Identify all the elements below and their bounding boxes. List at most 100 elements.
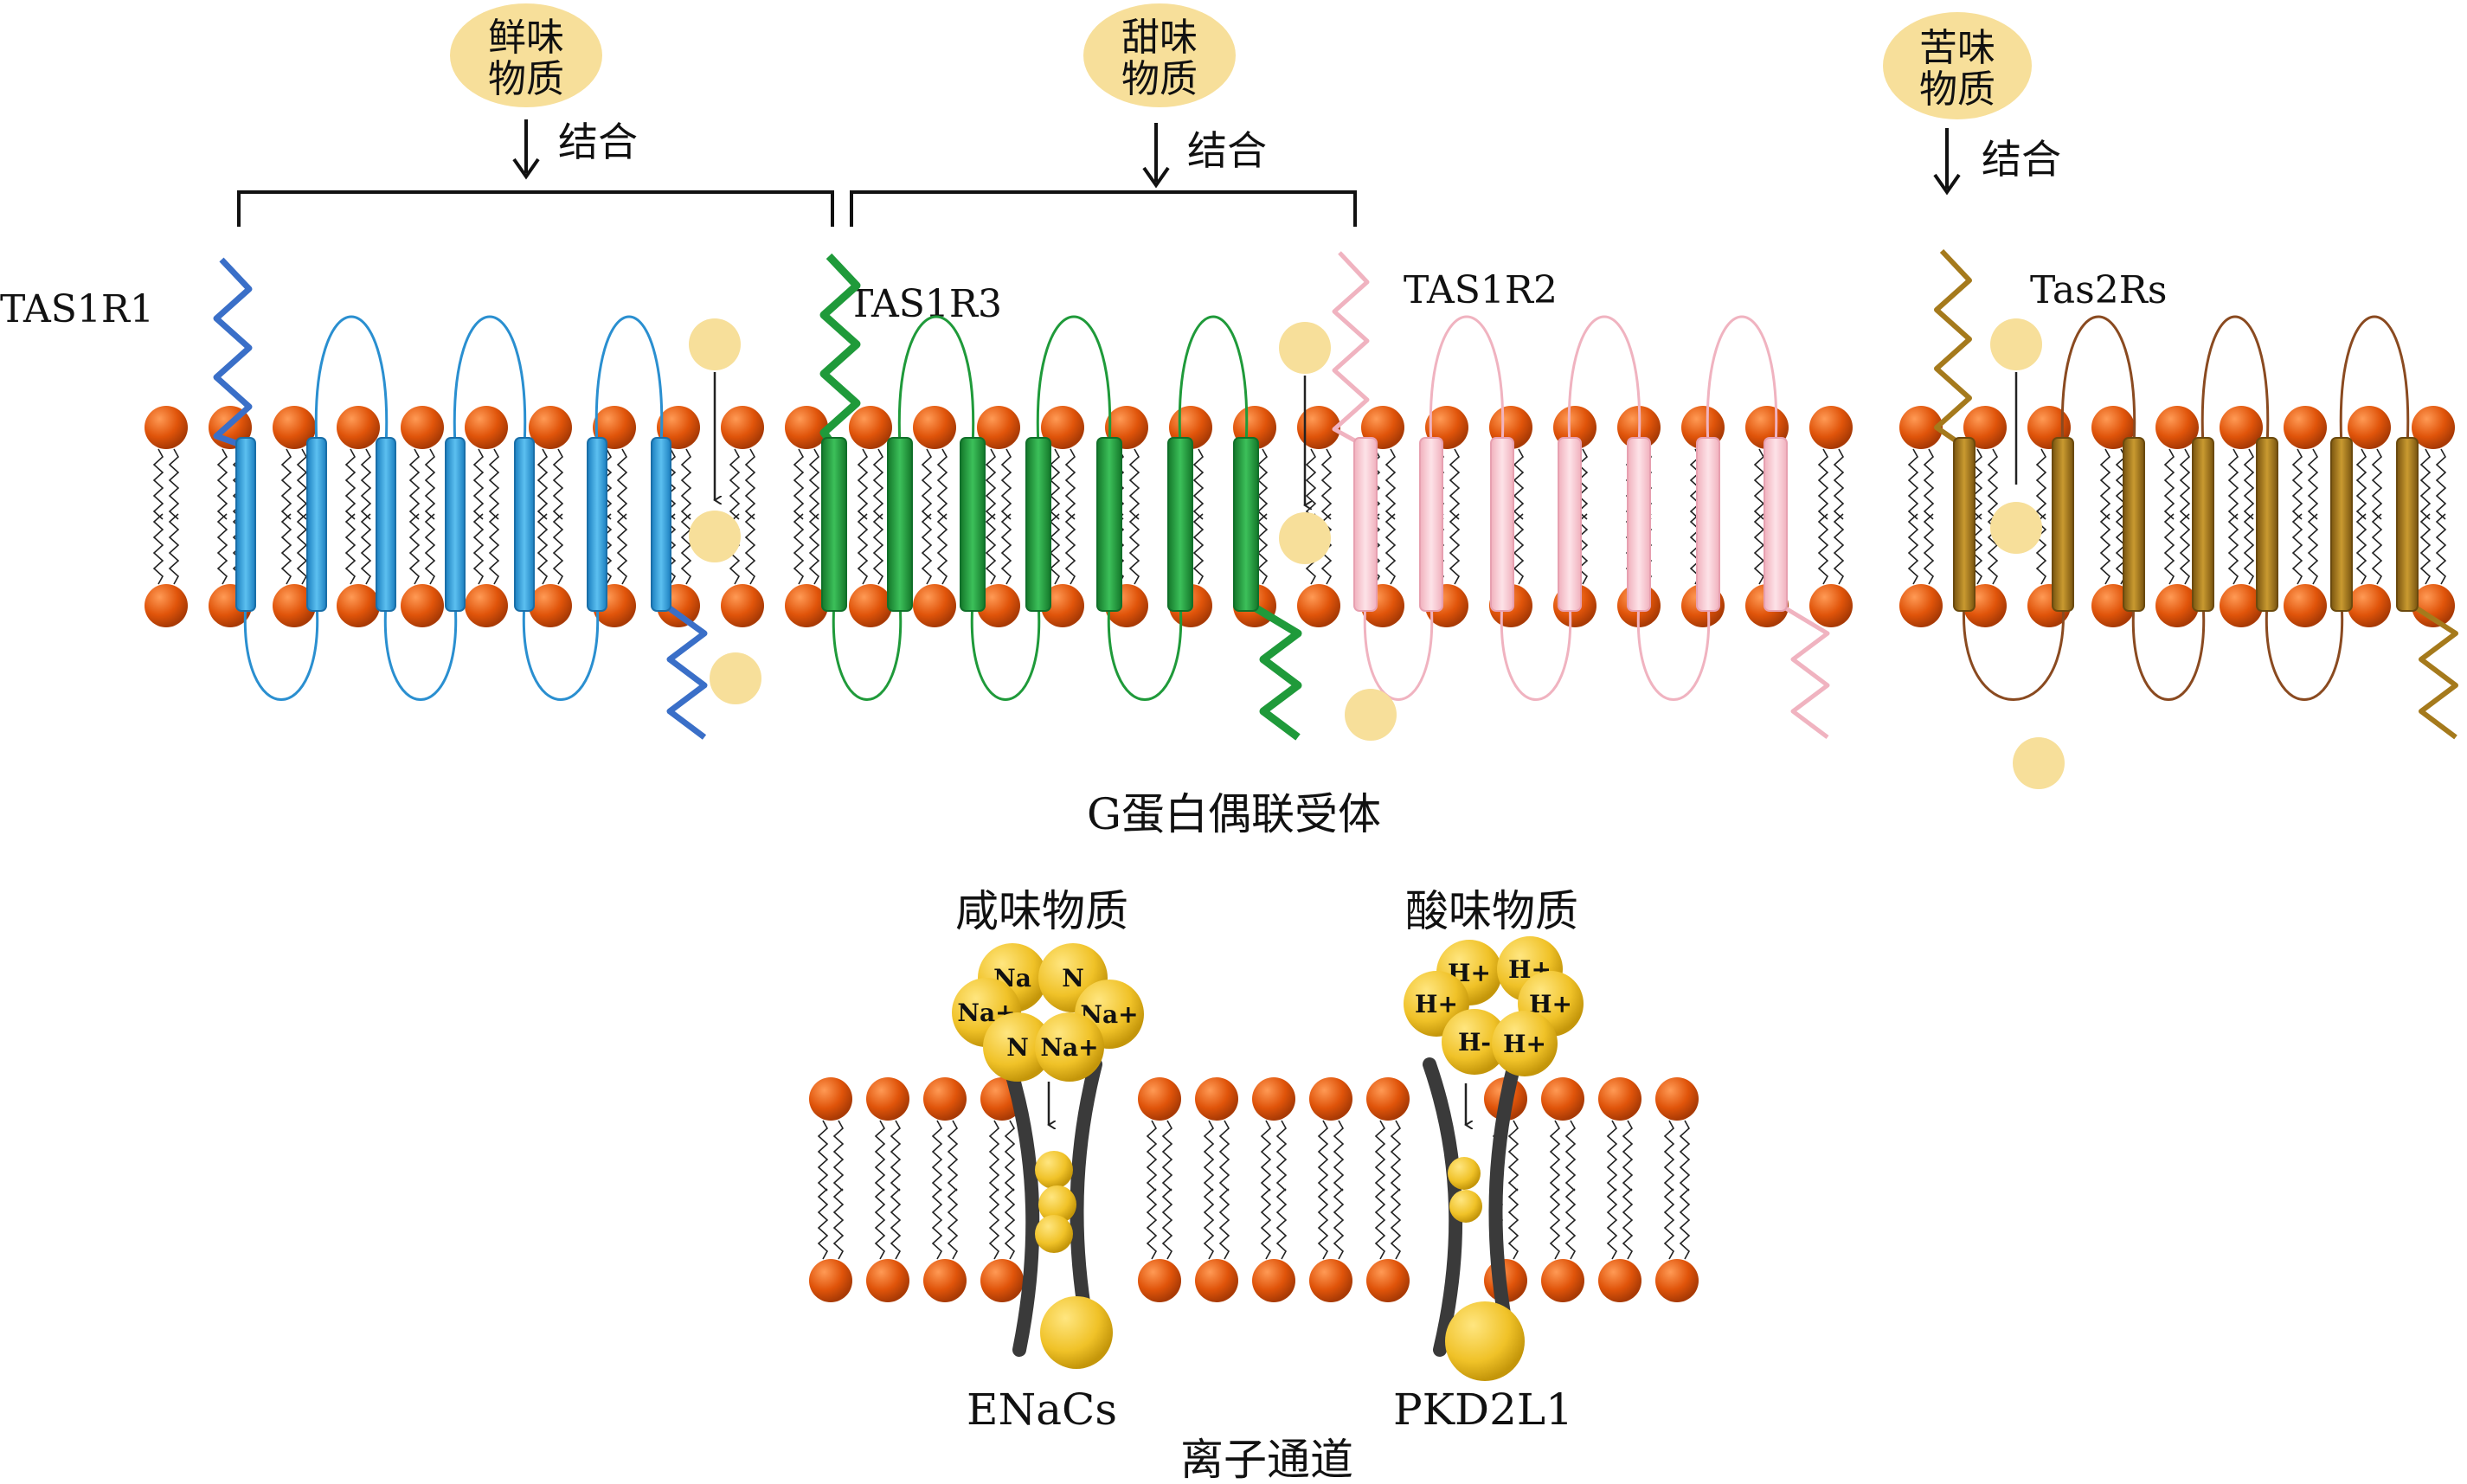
lipid-head <box>1252 1259 1295 1302</box>
lipid-head <box>1252 1077 1295 1121</box>
enac-wall-left <box>1002 1057 1040 1357</box>
tas1r1-helix-7 <box>651 437 671 612</box>
lipid-head <box>1309 1077 1352 1121</box>
lipid-head <box>2412 584 2455 627</box>
tas1r3-helix-3 <box>960 437 986 612</box>
lipid-head <box>980 1259 1024 1302</box>
lipid-tail <box>408 513 421 585</box>
lipid-head <box>2348 406 2391 449</box>
lipid-tail <box>1000 513 1012 585</box>
lipid-tail <box>2419 448 2432 520</box>
lipid-tail <box>1333 1188 1345 1260</box>
lipid-tail <box>1260 1188 1272 1260</box>
lipid-tail <box>1971 513 1983 585</box>
lipid-tail <box>988 1120 1000 1192</box>
lipid-head <box>913 406 956 449</box>
lipid-tail <box>536 513 549 585</box>
lipid-tail <box>1663 1120 1675 1192</box>
tas1r2 <box>1332 251 1830 739</box>
lipid-head <box>273 406 316 449</box>
umami-stimulus: 鲜味 物质 结合 <box>450 3 638 180</box>
lipid-tail <box>1317 1120 1329 1192</box>
tas1r3-extracellular-loop <box>897 315 975 447</box>
lipid-tail <box>936 448 948 520</box>
lipid-tail <box>1260 1120 1272 1192</box>
lipid-head <box>785 406 828 449</box>
lipid-tail <box>488 513 500 585</box>
lipid-head <box>2284 406 2327 449</box>
lipid-tail <box>1449 513 1461 585</box>
lipid-head <box>866 1077 909 1121</box>
lipid-tail <box>1817 513 1829 585</box>
tas1r3 <box>819 253 1302 741</box>
tas1r2-helix-4 <box>1558 437 1582 612</box>
tas1r2-intracellular-loop <box>1363 601 1434 701</box>
enac-ion-2 <box>1038 1185 1076 1224</box>
lipid-tail <box>921 448 933 520</box>
gpcr-caption: G蛋白偶联受体 <box>1087 789 1381 839</box>
ion: H+ <box>1492 1011 1558 1076</box>
bitter-line1: 苦味 <box>1919 26 1995 70</box>
pkd2l1-label: PKD2L1 <box>1393 1384 1573 1435</box>
lipid-tail <box>1064 513 1076 585</box>
lipid-tail <box>344 448 357 520</box>
tas1r2-helix-7 <box>1764 437 1788 612</box>
enac-ion-1 <box>1035 1151 1073 1189</box>
tas1r2-extracellular-loop <box>1706 315 1778 447</box>
lipid-tail <box>296 448 308 520</box>
lipid-tail <box>1192 513 1205 585</box>
sweet-bubble <box>1083 3 1236 107</box>
lipid-head <box>1041 584 1084 627</box>
lipid-tail <box>1146 1120 1158 1192</box>
tas1r3-helix-6 <box>1167 437 1193 612</box>
lipid-tail <box>793 448 805 520</box>
lipid-tail <box>2179 448 2191 520</box>
lipid-tail <box>152 448 164 520</box>
lipid-head <box>913 584 956 627</box>
lipid-tail <box>1049 448 1061 520</box>
lipid-head <box>1195 1259 1238 1302</box>
lipid-tail <box>817 1120 829 1192</box>
lipid-tail <box>536 448 549 520</box>
ion: N <box>983 1012 1052 1082</box>
lipid-tail <box>1004 1188 1016 1260</box>
pkd2l1-ion-out <box>1445 1301 1525 1381</box>
lipid-tail <box>744 513 756 585</box>
lipid-tail <box>1549 1120 1561 1192</box>
lipid-tail <box>1833 448 1845 520</box>
lipid-tail <box>1549 1188 1561 1260</box>
bitter-stimulus: 苦味 物质 结合 <box>1883 12 2061 196</box>
enac-ion-3 <box>1035 1215 1073 1253</box>
lipid-tail <box>1218 1188 1230 1260</box>
lipid-head <box>2091 406 2135 449</box>
lipid-tail <box>832 1120 845 1192</box>
lipid-tail <box>1663 1188 1675 1260</box>
ion-label: H+ <box>1503 1030 1546 1058</box>
lipid-tail <box>2371 448 2383 520</box>
ion-channel-caption: 离子通道 <box>1180 1435 1353 1484</box>
lipid-tail <box>2307 448 2319 520</box>
lipid-tail <box>872 513 884 585</box>
lipid-tail <box>1679 1188 1691 1260</box>
lipid-tail <box>872 448 884 520</box>
lipid-tail <box>1564 1188 1577 1260</box>
lipid-head <box>1541 1259 1584 1302</box>
lipid-tail <box>1753 513 1765 585</box>
tas1r2-intracellular-loop <box>1500 601 1572 701</box>
lipid-tail <box>2355 513 2367 585</box>
lipid-tail <box>2307 513 2319 585</box>
lipid-tail <box>985 448 997 520</box>
gpcr-membrane-right <box>1899 406 2455 627</box>
tas2rs-extracellular-loop <box>2200 315 2270 447</box>
tas1r2-label: TAS1R2 <box>1404 268 1558 312</box>
lipid-head <box>866 1259 909 1302</box>
lipid-head <box>1309 1259 1352 1302</box>
tas1r2-intracellular-loop <box>1636 601 1711 701</box>
lipid-head <box>721 584 764 627</box>
ion-membrane-right <box>1484 1077 1699 1302</box>
tas1r3-intracellular-loop <box>832 601 903 701</box>
lipid-tail <box>1333 1120 1345 1192</box>
tas1r1-extracellular-loop <box>594 315 664 447</box>
lipid-tail <box>2435 513 2447 585</box>
lipid-tail <box>947 1120 959 1192</box>
